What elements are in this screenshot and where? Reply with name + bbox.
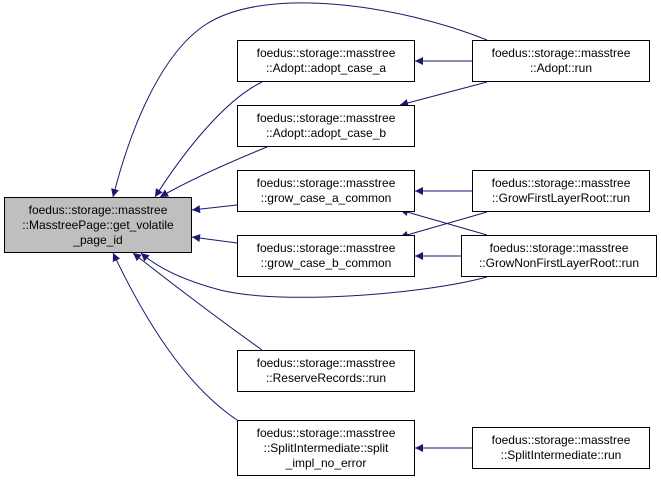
edge-adopt-run-to-adopt-case-b bbox=[399, 81, 488, 107]
node-reserve-records-run[interactable]: foedus::storage::masstree ::ReserveRecor… bbox=[237, 350, 415, 392]
node-label-line: foedus::storage::masstree bbox=[256, 176, 396, 190]
node-label-line: foedus::storage::masstree bbox=[489, 241, 629, 255]
node-label-line: ::grow_case_a_common bbox=[260, 191, 392, 205]
node-label-line: ::ReserveRecords::run bbox=[265, 371, 387, 385]
node-label-line: _impl_no_error bbox=[285, 455, 367, 470]
node-label-line: ::MasstreePage::get_volatile bbox=[22, 217, 174, 232]
node-label-line: foedus::storage::masstree bbox=[491, 433, 631, 447]
node-adopt-case-b[interactable]: foedus::storage::masstree ::Adopt::adopt… bbox=[237, 105, 415, 147]
node-label-line: ::GrowNonFirstLayerRoot::run bbox=[478, 256, 640, 270]
node-grow-case-b-common[interactable]: foedus::storage::masstree ::grow_case_b_… bbox=[237, 235, 415, 277]
node-grow-nonfirst-layer-root-run[interactable]: foedus::storage::masstree ::GrowNonFirst… bbox=[461, 235, 657, 277]
node-label-line: ::SplitIntermediate::run bbox=[500, 448, 622, 462]
edge-grow-case-a-to-focus bbox=[191, 204, 238, 214]
edge-grow-first-to-grow-case-b bbox=[399, 211, 488, 239]
node-label-line: foedus::storage::masstree bbox=[256, 425, 396, 440]
edge-grow-case-b-to-focus bbox=[191, 234, 238, 244]
node-label-line: foedus::storage::masstree bbox=[256, 356, 396, 370]
node-label-line: foedus::storage::masstree bbox=[491, 46, 631, 60]
node-label-line: foedus::storage::masstree bbox=[256, 111, 396, 125]
edge-split-impl-to-focus bbox=[112, 252, 238, 421]
node-label-line: _page_id bbox=[73, 232, 123, 247]
node-label-line: foedus::storage::masstree bbox=[491, 176, 631, 190]
node-label-line: ::Adopt::adopt_case_b bbox=[265, 126, 387, 140]
node-split-intermediate-run[interactable]: foedus::storage::masstree ::SplitInterme… bbox=[472, 427, 650, 469]
node-grow-first-layer-root-run[interactable]: foedus::storage::masstree ::GrowFirstLay… bbox=[472, 170, 650, 212]
edge-grow-nonfirst-to-focus bbox=[140, 252, 488, 298]
node-label-line: foedus::storage::masstree bbox=[28, 202, 168, 217]
node-get-volatile-page-id: foedus::storage::masstree ::MasstreePage… bbox=[4, 197, 192, 253]
node-adopt-case-a[interactable]: foedus::storage::masstree ::Adopt::adopt… bbox=[237, 40, 415, 82]
node-label-line: ::GrowFirstLayerRoot::run bbox=[491, 191, 631, 205]
node-grow-case-a-common[interactable]: foedus::storage::masstree ::grow_case_a_… bbox=[237, 170, 415, 212]
node-label-line: ::Adopt::adopt_case_a bbox=[265, 61, 387, 75]
edge-adopt-case-a-to-focus bbox=[154, 81, 263, 198]
node-label-line: foedus::storage::masstree bbox=[256, 241, 396, 255]
node-split-impl-no-error[interactable]: foedus::storage::masstree ::SplitInterme… bbox=[237, 420, 415, 476]
edge-adopt-run-to-focus bbox=[111, 2, 488, 198]
edge-adopt-case-b-to-focus bbox=[159, 146, 268, 198]
edge-grow-nonfirst-to-grow-case-a bbox=[399, 208, 488, 236]
edge-reserve-records-to-focus bbox=[132, 252, 263, 351]
node-label-line: ::SplitIntermediate::split bbox=[263, 440, 389, 455]
node-label-line: ::grow_case_b_common bbox=[260, 256, 392, 270]
node-adopt-run[interactable]: foedus::storage::masstree ::Adopt::run bbox=[472, 40, 650, 82]
node-label-line: ::Adopt::run bbox=[529, 61, 593, 75]
node-label-line: foedus::storage::masstree bbox=[256, 46, 396, 60]
